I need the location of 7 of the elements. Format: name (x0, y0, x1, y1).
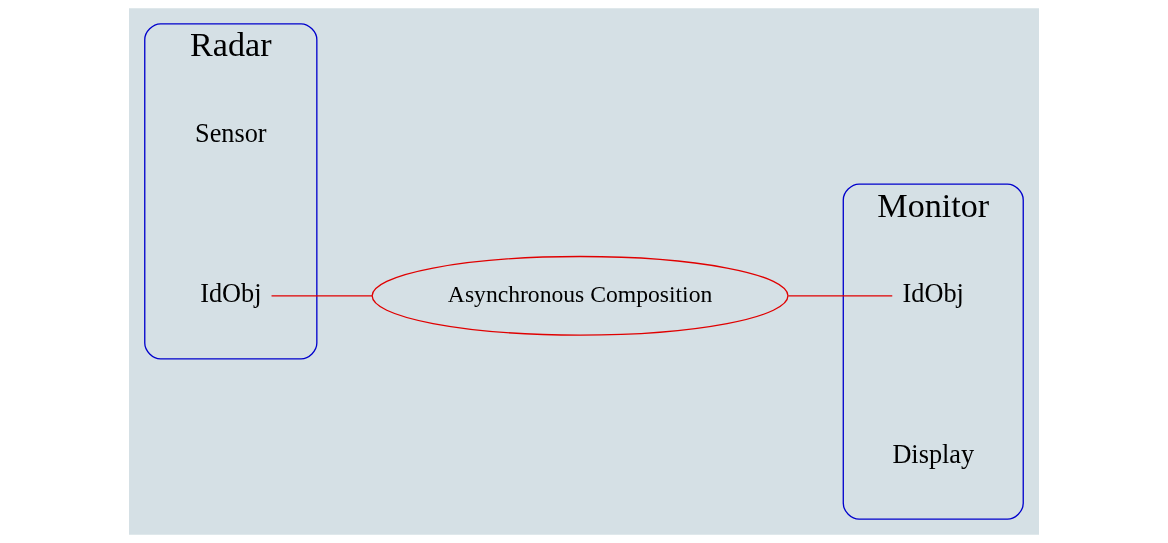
node-text: IdObj (902, 279, 964, 309)
node-text: Display (892, 439, 975, 469)
connector (270, 295, 373, 297)
node-ellipse: Asynchronous Composition (371, 255, 789, 336)
node-text: Sensor (195, 119, 267, 149)
node-text: IdObj (200, 279, 262, 309)
connector (787, 295, 893, 297)
